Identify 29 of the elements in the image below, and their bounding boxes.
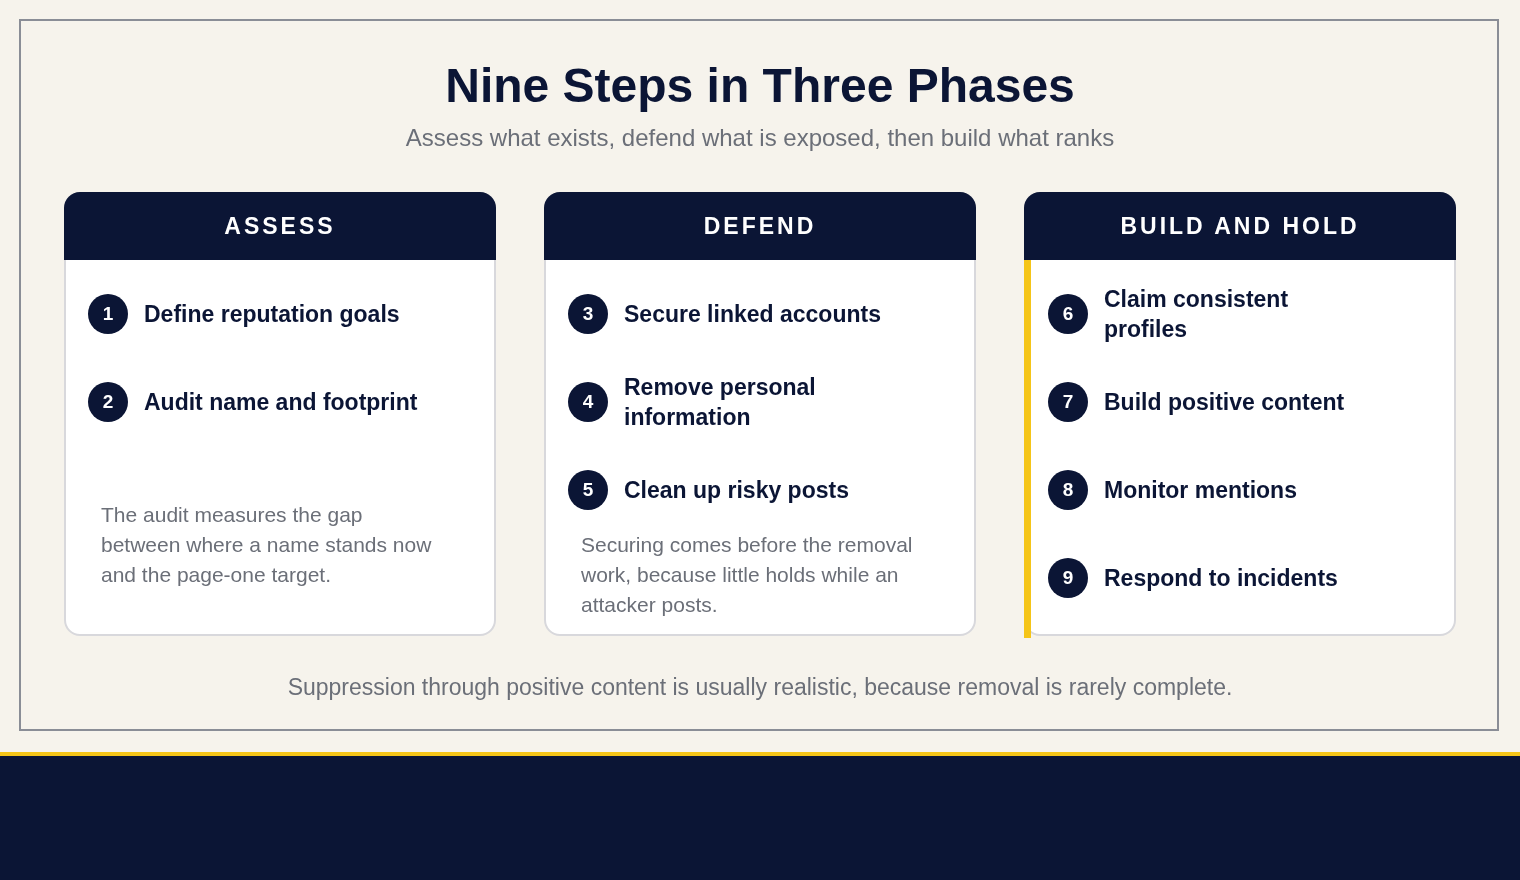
phase-card: [544, 192, 976, 636]
step-number: 2: [88, 382, 128, 422]
card-note: The audit measures the gap between where a name stands now and the page-one target.: [101, 502, 433, 588]
card-note: Securing comes before the removal work, because little holds while an attacker posts.: [581, 532, 914, 618]
step-label: Monitor mentions: [1104, 476, 1297, 505]
step-label: Remove personal information: [624, 373, 817, 432]
step-number: 3: [568, 294, 608, 334]
title: Nine Steps in Three Phases: [444, 58, 1076, 113]
step-number: 6: [1048, 294, 1088, 334]
step-label: Define reputation goals: [144, 300, 400, 329]
step-number: 1: [88, 294, 128, 334]
phase-header: BUILD AND HOLD: [1024, 192, 1456, 260]
phase-card: [64, 192, 496, 636]
step-number: 5: [568, 470, 608, 510]
step-label: Respond to incidents: [1104, 564, 1338, 593]
phase-header: ASSESS: [64, 192, 496, 260]
step-label: Build positive content: [1104, 388, 1345, 417]
phase-header: DEFEND: [544, 192, 976, 260]
step-number: 4: [568, 382, 608, 422]
step-number: 8: [1048, 470, 1088, 510]
subtitle: Assess what exists, defend what is exposed, then build what ranks: [404, 124, 1116, 152]
step-number: 7: [1048, 382, 1088, 422]
phase-card: [1024, 192, 1456, 636]
step-label: Clean up risky posts: [624, 476, 849, 505]
step-label: Claim consistent profiles: [1104, 285, 1290, 344]
step-label: Audit name and footprint: [144, 388, 418, 417]
step-label: Secure linked accounts: [624, 300, 881, 329]
caption: Suppression through positive content is usually realistic, because removal is rarely complete.: [286, 674, 1234, 701]
step-number: 9: [1048, 558, 1088, 598]
